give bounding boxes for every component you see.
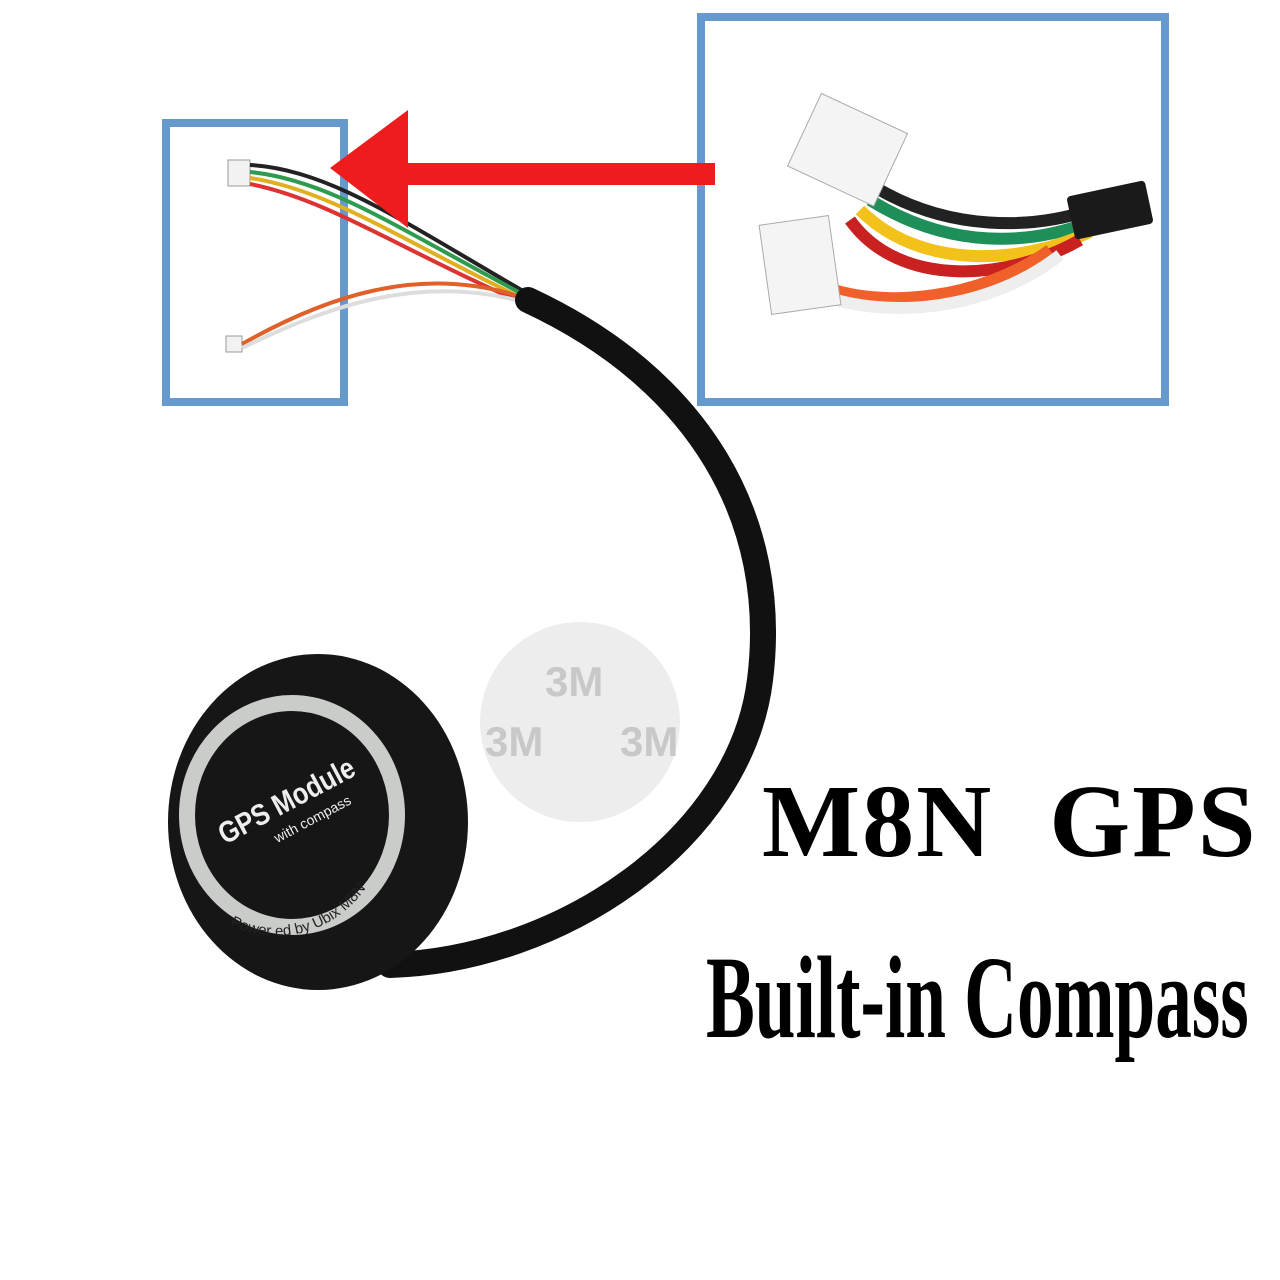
arrow-icon [330,110,715,228]
product-subtitle: Built-in Compass [706,932,1249,1063]
connector-frame-right [697,13,1169,406]
gps-module: GPS Module with compass Power ed by Ubix… [168,654,468,990]
product-title: M8N GPS [762,764,1258,879]
adhesive-sticker: 3M 3M 3M [480,622,680,822]
svg-text:3M: 3M [545,658,603,705]
svg-text:3M: 3M [485,718,543,765]
cable [377,287,776,978]
connector-wires-small [225,159,531,353]
connector-closeup [758,92,1153,315]
svg-text:3M: 3M [620,718,678,765]
connector-frame-left [162,119,348,406]
